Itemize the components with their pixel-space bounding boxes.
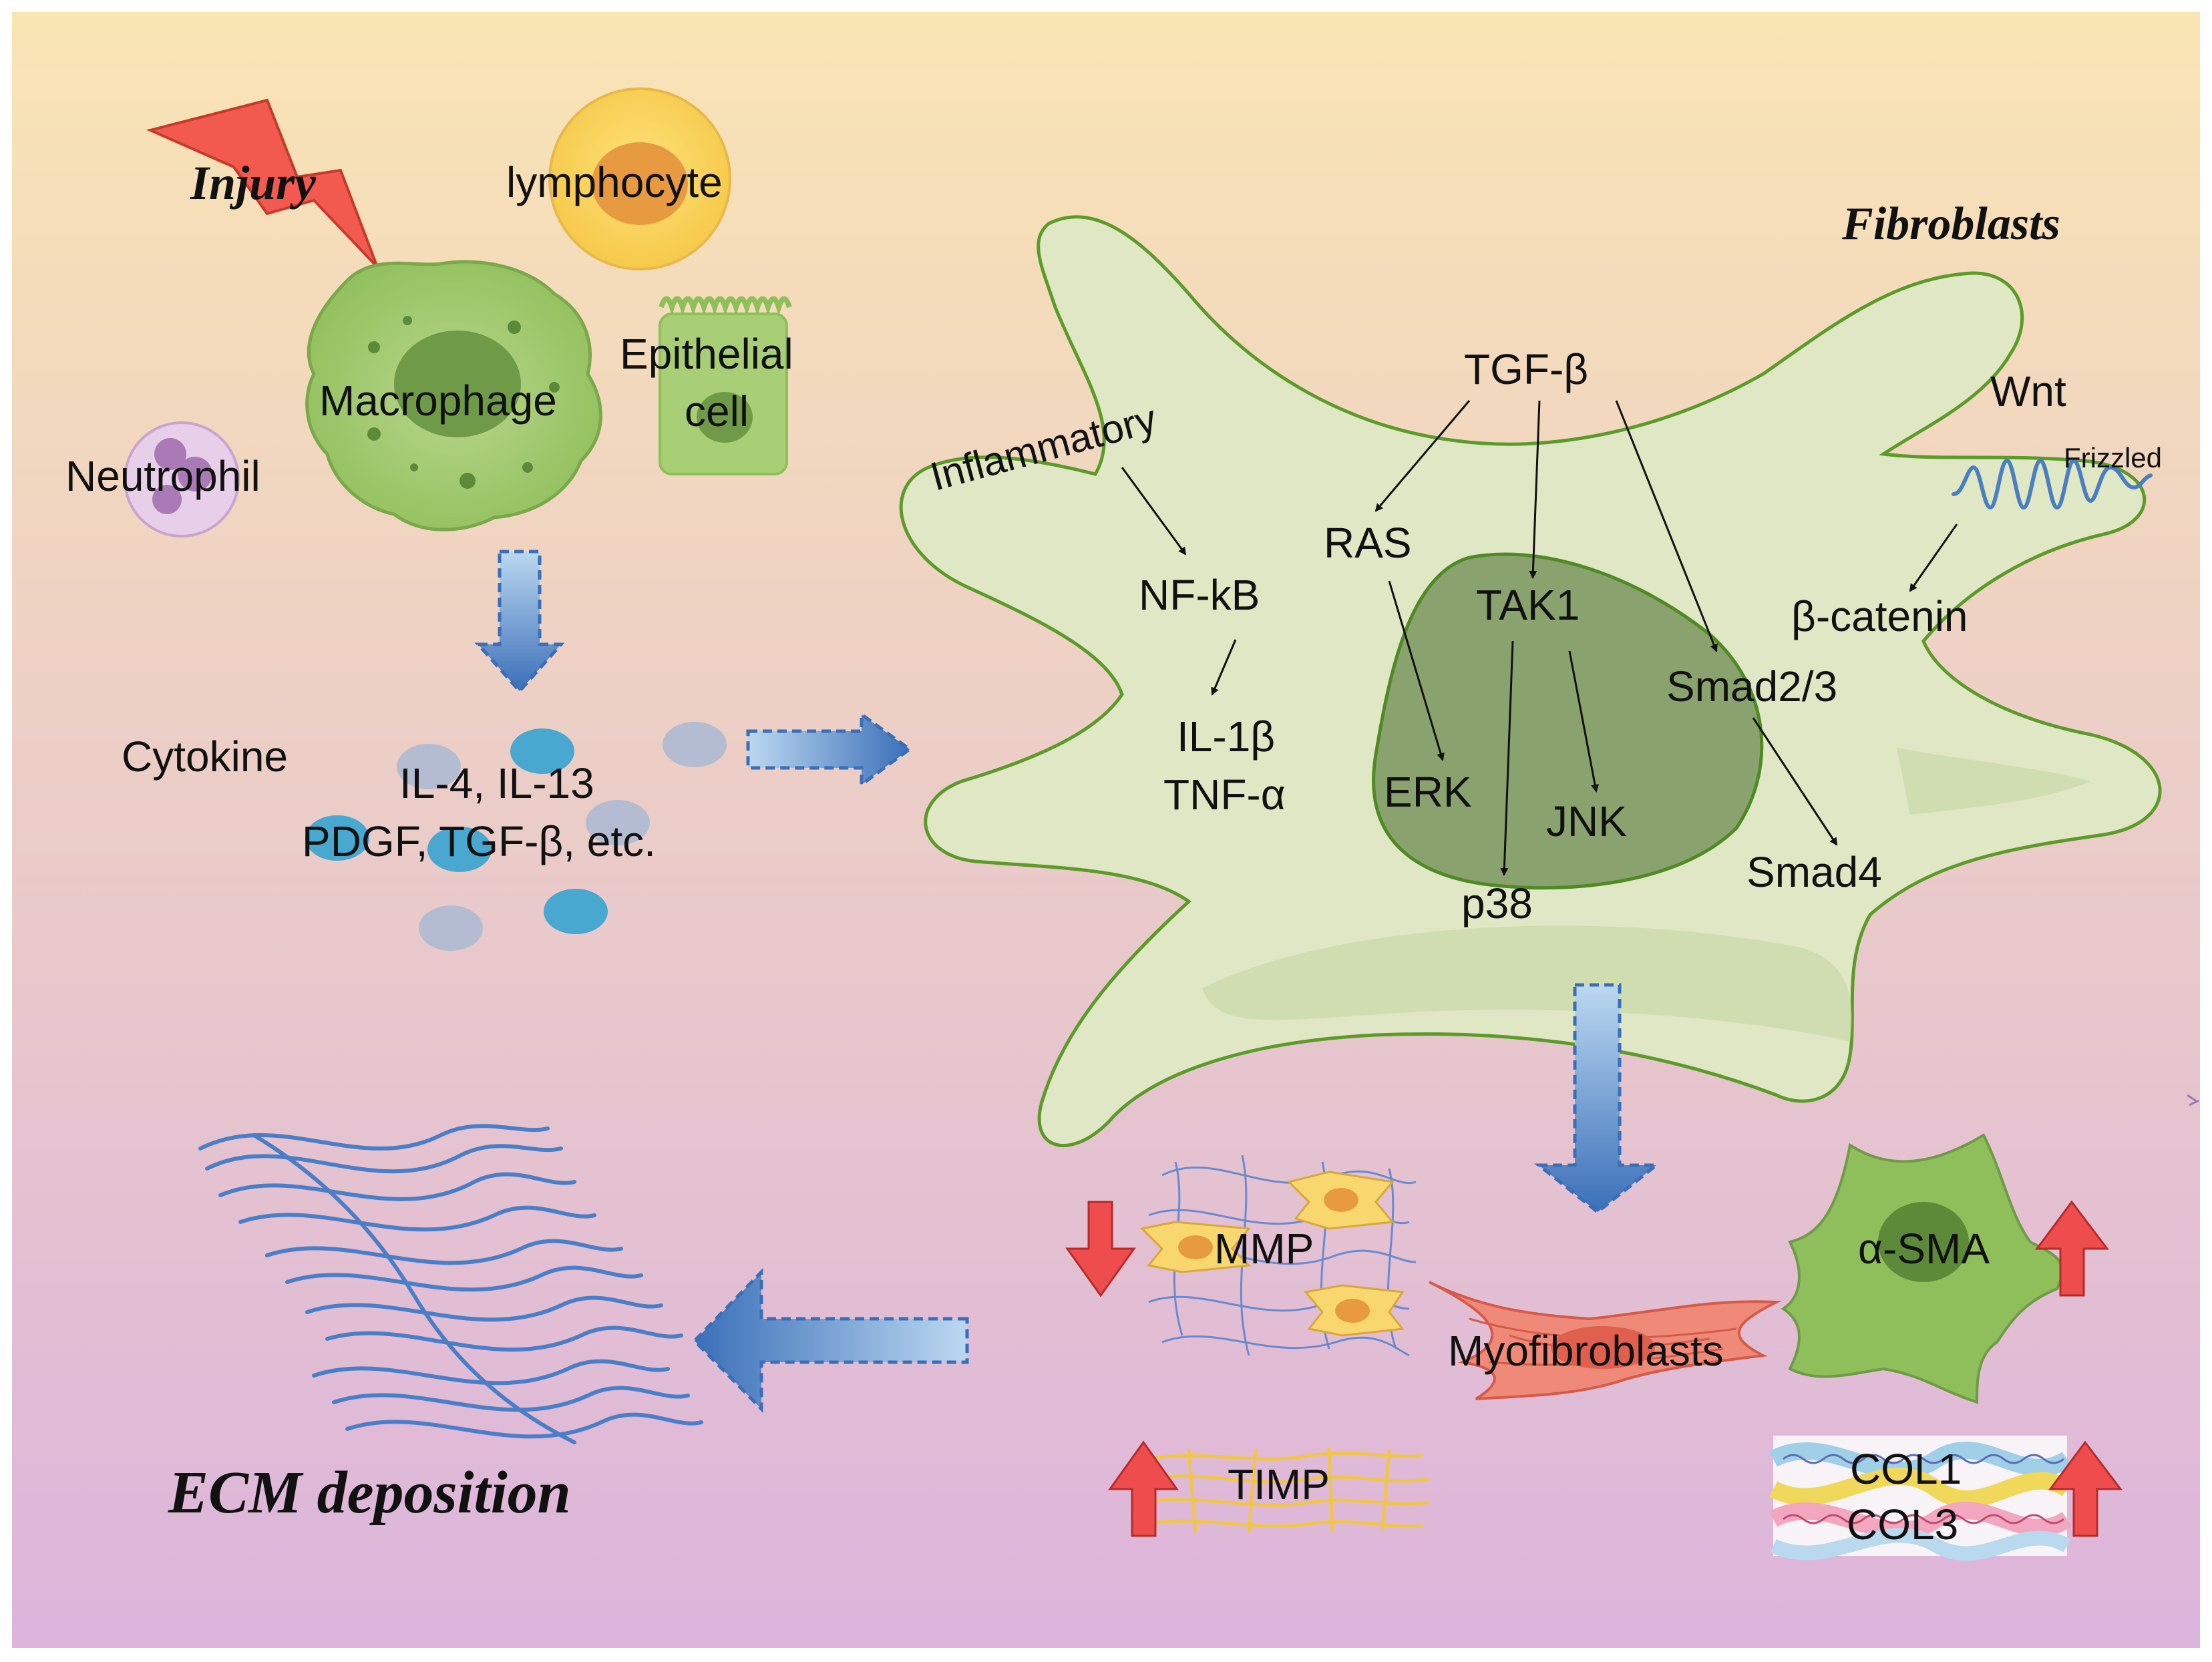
fibroblasts-label: Fibroblasts	[1841, 198, 2060, 250]
injury-label: Injury	[190, 156, 317, 210]
arrow-ras-to-erk	[1388, 580, 1445, 761]
ecm-fiber-cluster-icon	[198, 1124, 703, 1444]
arrow-nfkb-to-il1b	[1211, 639, 1237, 696]
frizzled-receptor-icon	[1952, 458, 2153, 510]
mmp-label: MMP	[1214, 1225, 1314, 1273]
frizzled-label: Frizzled	[2064, 442, 2162, 473]
timp-fiber-cluster-icon	[1141, 1447, 1430, 1533]
arrow-inflammatory-to-nfkb	[1121, 467, 1187, 556]
cytokine-list-line1: IL-4, IL-13	[399, 759, 594, 807]
wnt-label: Wnt	[1990, 367, 2066, 415]
cytokine-label: Cytokine	[122, 733, 288, 781]
right-arrow-to-fibroblast	[746, 711, 913, 788]
il1b-label: IL-1β	[1177, 712, 1275, 761]
lymphocyte-label: lymphocyte	[506, 158, 723, 206]
tnfa-label: TNF-α	[1163, 771, 1286, 819]
mmp-decrease-arrow-icon	[1065, 1201, 1136, 1297]
timp-label: TIMP	[1228, 1460, 1330, 1508]
fibroblast-inner-shade	[1202, 925, 1852, 1042]
epithelial-cell-icon	[659, 296, 792, 475]
tak1-label: TAK1	[1476, 581, 1580, 629]
macrophage-label: Macrophage	[319, 377, 557, 425]
col3-label: COL3	[1847, 1500, 1958, 1548]
macrophage-cell-icon	[305, 260, 602, 532]
collagen-fiber-icon	[1769, 1436, 2072, 1561]
smad23-label: Smad2/3	[1666, 662, 1837, 710]
nf-kb-label: NF-kB	[1139, 571, 1260, 619]
jnk-label: JNK	[1546, 797, 1627, 845]
myofibroblasts-label: Myofibroblasts	[1448, 1327, 1724, 1375]
down-arrow-to-myofibroblasts	[1533, 983, 1662, 1215]
fibroblast-inner-shade-right	[1897, 748, 2090, 815]
tgf-beta-label: TGF-β	[1464, 345, 1588, 393]
fibroblast-nucleus	[1372, 552, 1764, 890]
myofibroblast-cell-icon	[1429, 1281, 1782, 1400]
beta-catenin-label: β-catenin	[1791, 592, 1968, 640]
alpha-sma-cell-icon	[1781, 1133, 2064, 1404]
ecm-deposition-label: ECM deposition	[168, 1460, 571, 1526]
alpha-sma-increase-arrow-icon	[2035, 1200, 2110, 1297]
neutrophil-cell-icon	[124, 421, 240, 538]
left-arrow-to-ecm	[692, 1267, 969, 1414]
arrow-tak1-to-jnk	[1568, 650, 1600, 793]
mmp-fibroblast-cells-icon	[1139, 1171, 1405, 1337]
p38-label: p38	[1461, 879, 1533, 927]
timp-increase-arrow-icon	[1108, 1440, 1179, 1537]
neutrophil-label: Neutrophil	[65, 452, 260, 500]
cytokine-particles	[305, 722, 727, 951]
epithelial-label-line2: cell	[685, 387, 749, 435]
arrow-tak1-to-p38	[1500, 640, 1514, 876]
cytokine-list-line2: PDGF, TGF-β, etc.	[302, 817, 656, 865]
signaling-arrows	[1121, 400, 1958, 876]
arrow-tgf-to-smad23	[1615, 400, 1718, 652]
arrow-tgf-to-tak1	[1529, 400, 1541, 579]
arrow-smad23-to-smad4	[1752, 717, 1838, 846]
alpha-sma-label: α-SMA	[1858, 1225, 1990, 1273]
arrow-wnt-to-catenin	[1909, 524, 1958, 592]
smad4-label: Smad4	[1746, 848, 1882, 896]
lymphocyte-cell-icon	[548, 87, 731, 270]
down-arrow-to-cytokines	[474, 550, 565, 694]
arrow-tgf-to-ras	[1374, 400, 1471, 512]
erk-label: ERK	[1384, 768, 1472, 816]
epithelial-label-line1: Epithelial	[620, 330, 793, 378]
collagen-increase-arrow-icon	[2048, 1440, 2123, 1537]
ras-label: RAS	[1324, 519, 1412, 567]
decorative-mark	[2187, 1094, 2199, 1106]
col1-label: COL1	[1850, 1445, 1962, 1493]
